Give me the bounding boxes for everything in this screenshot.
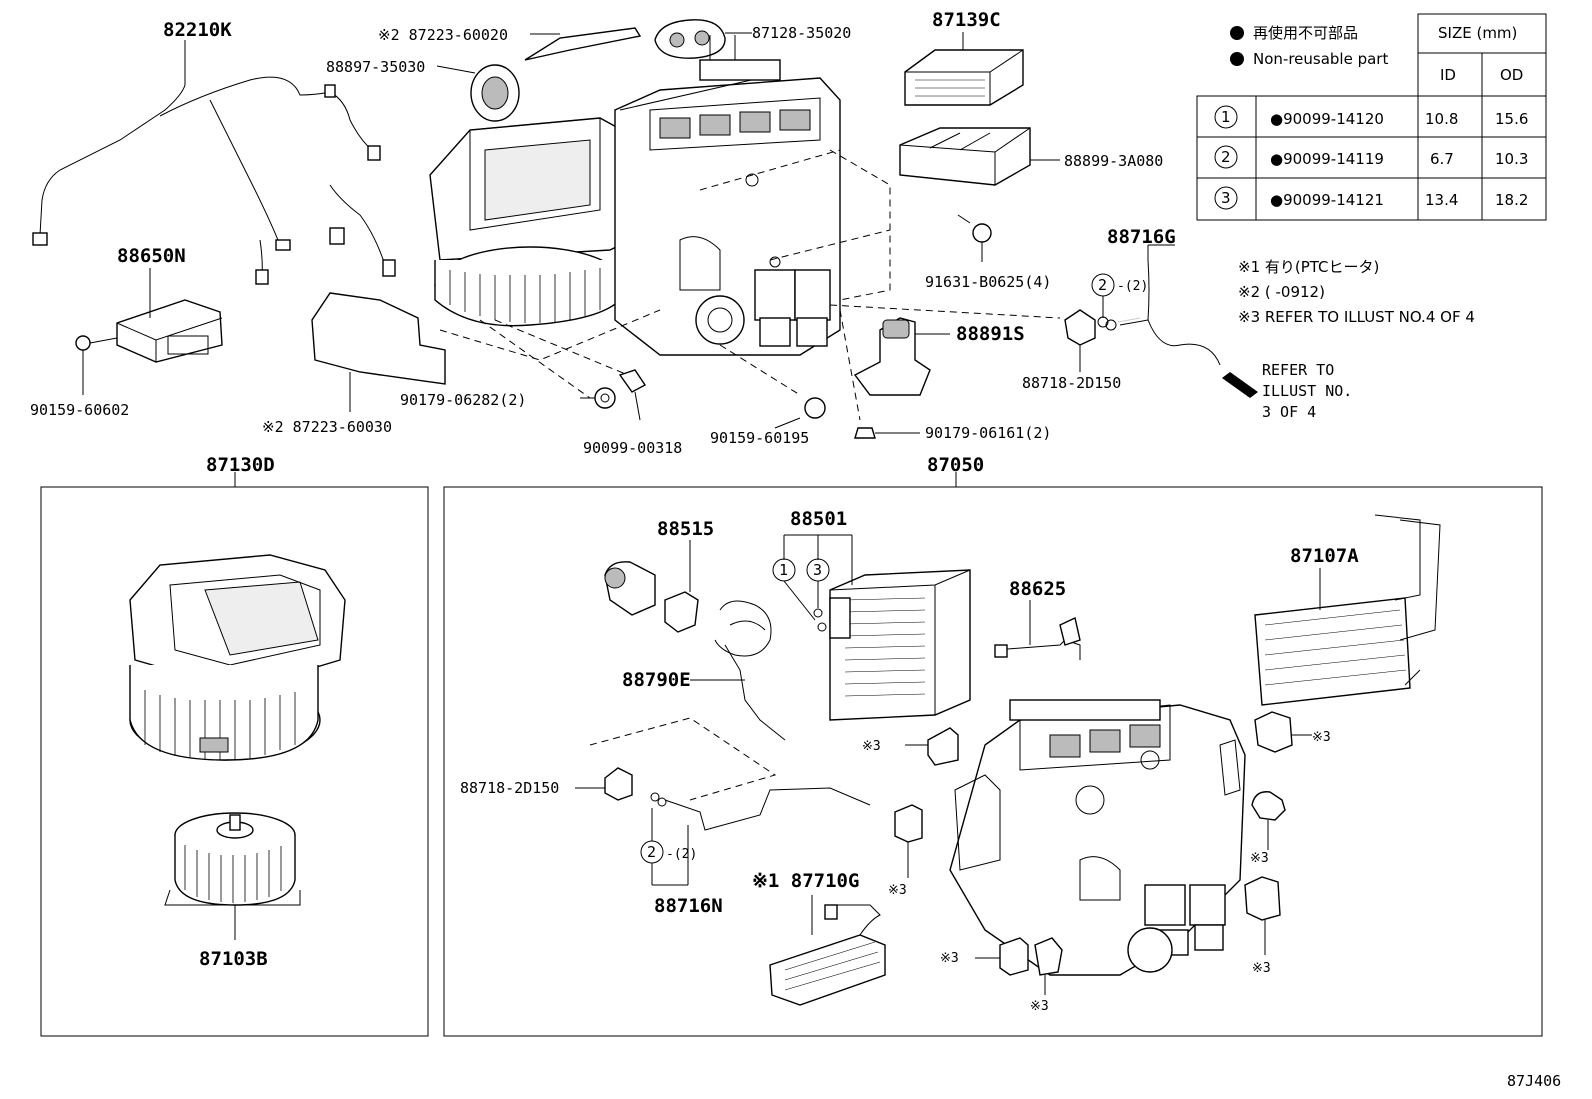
sensor-88515 [604,540,699,633]
legend-col-od: OD [1500,66,1523,84]
label-ref3-e: ※3 [1252,961,1271,976]
label-ref3-a: ※3 [862,739,881,754]
legend-row1-id: 10.8 [1425,110,1458,128]
legend-nonreusable-en: Non-reusable part [1253,50,1388,68]
label-circle-1-88501: 1 [779,561,788,579]
label-88501: 88501 [790,508,847,530]
legend-row3-part: ●90099-14121 [1270,191,1384,209]
blower-unit-87130D [129,554,346,761]
label-88716N: 88716N [654,895,723,917]
label-90179-06282: 90179-06282(2) [400,391,526,409]
label-qty-top: -(2) [1117,279,1148,294]
fasteners-top [580,369,920,439]
label-87103B: 87103B [199,948,268,970]
legend-row1-od: 15.6 [1495,110,1528,128]
valve-88718-top [1064,309,1096,372]
ptc-heater-87710G [769,895,886,1006]
insulator-87223-60030 [311,292,446,412]
label-ref3-b: ※3 [1312,730,1331,745]
label-88790E: 88790E [622,669,691,691]
legend-row2-num: 2 [1221,148,1231,166]
legend-row2-od: 10.3 [1495,150,1528,168]
legend-row2-id: 6.7 [1430,150,1454,168]
label-91631: 91631-B0625(4) [925,273,1051,291]
label-90159-60602: 90159-60602 [30,401,129,419]
label-circle-2-top: 2 [1098,276,1107,294]
label-88718-top: 88718-2D150 [1022,374,1121,392]
filter-case-88899-3A080 [899,127,1060,186]
label-88716G: 88716G [1107,226,1176,248]
label-87139C: 87139C [932,9,1001,31]
legend-size-header: SIZE (mm) [1438,24,1517,42]
filter-87139C [904,32,1024,106]
note-1: ※1 有り(PTCヒータ) [1238,258,1379,276]
label-88650N: 88650N [117,245,186,267]
label-88891S: 88891S [956,323,1025,345]
evaporator-88501 [772,534,971,721]
label-87223-60030: ※2 87223-60030 [262,418,392,436]
heater-core-87107A [1254,514,1441,706]
ref3-parts [894,711,1312,995]
hvac-assembly-top [429,35,1061,421]
seal-87223-60020 [524,27,642,61]
legend-row3-id: 13.4 [1425,191,1458,209]
pipe-88716N [589,717,871,886]
label-90179-06161: 90179-06161(2) [925,424,1051,442]
refer-note-line3: 3 OF 4 [1262,403,1316,421]
refer-note-line2: ILLUST NO. [1262,382,1352,400]
legend-row3-od: 18.2 [1495,191,1528,209]
label-88515: 88515 [657,518,714,540]
ecu-88650N [75,268,223,395]
pipe-88716G [1091,244,1258,398]
frame-87050 [443,486,1543,1037]
diagram-code: 87J406 [1507,1072,1561,1090]
label-qty-bottom: -(2) [666,847,697,862]
label-88897-35030: 88897-35030 [326,58,425,76]
label-88718-bottom: 88718-2D150 [460,779,559,797]
label-87223-60020: ※2 87223-60020 [378,26,508,44]
legend-table [1196,13,1547,221]
legend-row1-num: 1 [1221,108,1231,126]
wire-harness-82210K [32,40,396,285]
refer-note-line1: REFER TO [1262,361,1334,379]
label-ref3-g: ※3 [1030,999,1049,1014]
label-90159-60195: 90159-60195 [710,429,809,447]
legend-row2-part: ●90099-14119 [1270,150,1384,168]
legend-row3-num: 3 [1221,189,1231,207]
pipe-88790E [690,600,786,741]
valve-88718-bottom [575,767,633,801]
hvac-case-87050 [949,699,1246,976]
label-90099-00318: 90099-00318 [583,439,682,457]
label-ref3-d: ※3 [888,883,907,898]
label-87128-35020: 87128-35020 [752,24,851,42]
label-87107A: 87107A [1290,545,1359,567]
label-87130D: 87130D [206,454,275,476]
label-87710G: ※1 87710G [752,870,859,892]
label-88625: 88625 [1009,578,1066,600]
legend-col-id: ID [1440,66,1456,84]
blower-motor-87103B [164,812,301,940]
note-2: ※2 ( -0912) [1238,283,1325,301]
screw-91631 [957,214,992,262]
label-circle-3-88501: 3 [813,561,822,579]
label-82210K: 82210K [163,19,232,41]
label-circle-2-bottom: 2 [647,843,656,861]
legend-nonreusable-jp: 再使用不可部品 [1253,24,1358,42]
label-ref3-c: ※3 [1250,851,1269,866]
label-87050: 87050 [927,454,984,476]
grommet-88897-35030 [436,64,520,122]
thermistor-88625 [994,600,1081,660]
grommet-87128-35020 [654,19,752,59]
servo-88891S [853,317,950,396]
label-ref3-f: ※3 [940,951,959,966]
legend-row1-part: ●90099-14120 [1270,110,1384,128]
label-88899-3A080: 88899-3A080 [1064,152,1163,170]
note-3: ※3 REFER TO ILLUST NO.4 OF 4 [1238,308,1475,326]
